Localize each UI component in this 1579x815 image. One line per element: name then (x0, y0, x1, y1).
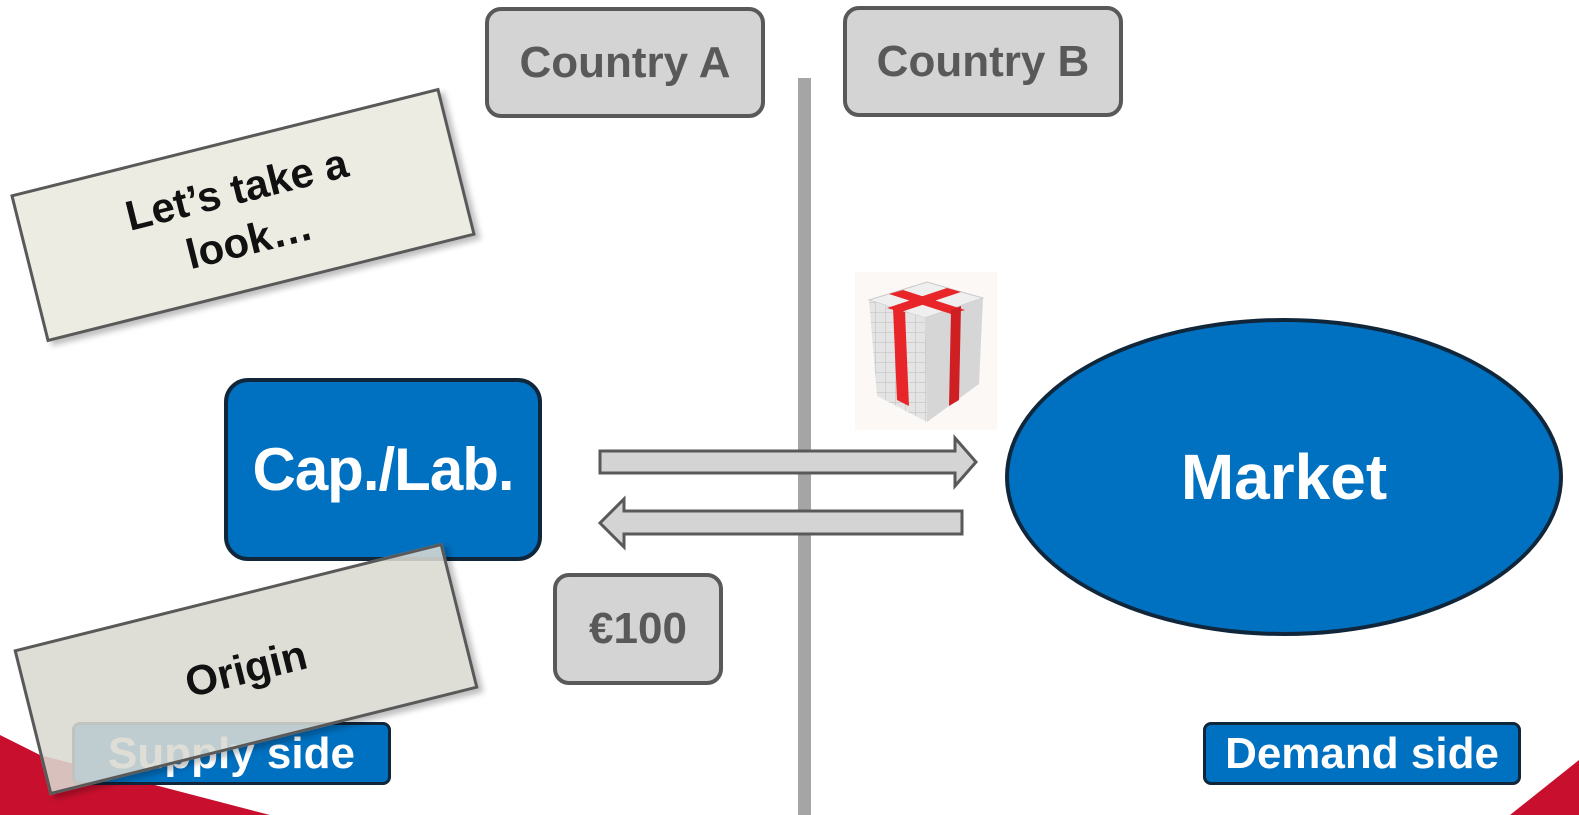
market-ellipse: Market (1005, 318, 1563, 636)
note-lets-take-a-look-text: Let’s take a look… (120, 139, 353, 279)
country-border-divider (798, 78, 811, 815)
capital-labour-box: Cap./Lab. (224, 378, 542, 561)
arrow-left-icon (597, 495, 964, 551)
demand-side-label: Demand side (1203, 722, 1521, 785)
red-corner-decoration (0, 735, 270, 815)
note-origin-text: Origin (180, 630, 312, 707)
payment-amount-box: €100 (553, 573, 723, 685)
flow-arrows (597, 434, 978, 551)
gift-box-icon (855, 272, 997, 430)
country-b-label: Country B (843, 6, 1123, 117)
arrow-right-icon (598, 434, 978, 490)
note-lets-take-a-look: Let’s take a look… (10, 87, 476, 343)
country-a-label: Country A (485, 7, 765, 118)
red-corner-decoration-right (1510, 760, 1579, 815)
